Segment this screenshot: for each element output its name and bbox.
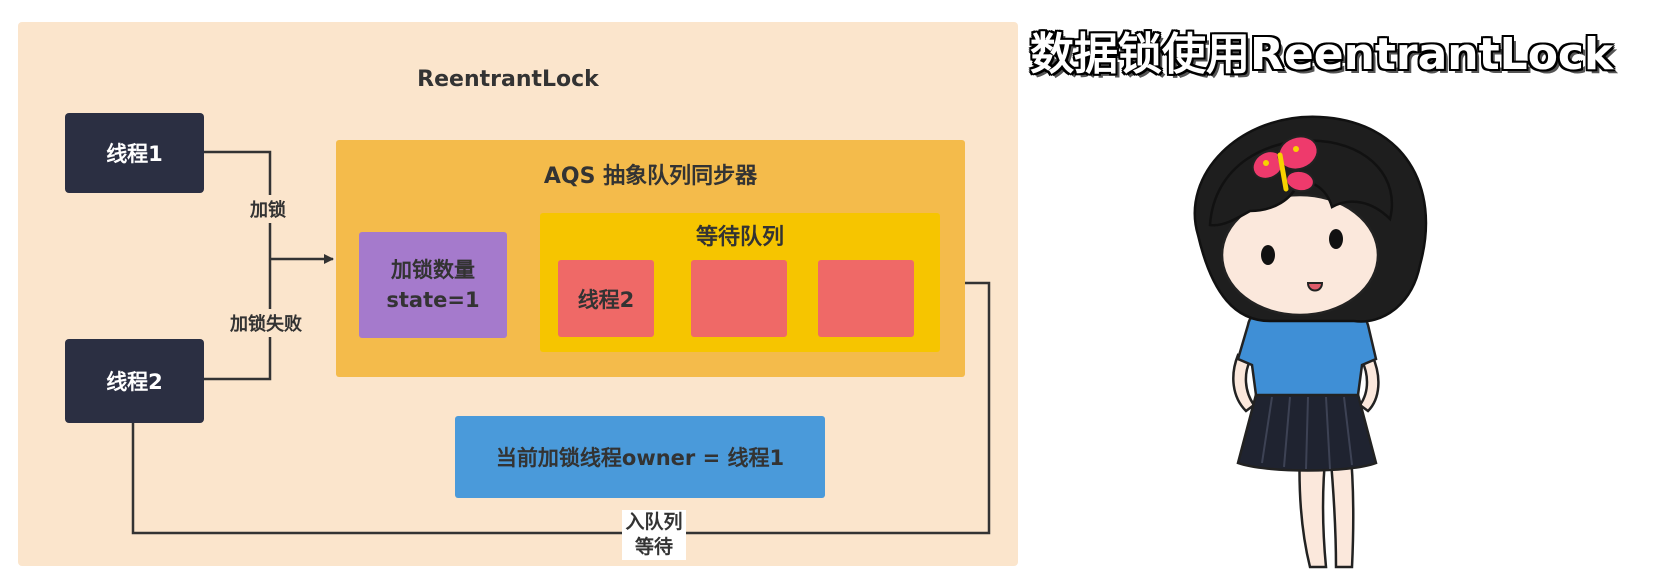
enqueue-label-line2: 等待 bbox=[634, 536, 673, 558]
thread2-box: 线程2 bbox=[65, 339, 204, 423]
queue-slot bbox=[691, 260, 787, 337]
aqs-title: AQS 抽象队列同步器 bbox=[543, 164, 758, 189]
headline: 数据锁使用ReentrantLock bbox=[1030, 29, 1614, 80]
wait-queue-title: 等待队列 bbox=[695, 225, 784, 250]
thread1-lock-line bbox=[203, 150, 272, 259]
thread2-lock-line bbox=[203, 259, 272, 381]
diagram-title: ReentrantLock bbox=[417, 66, 599, 92]
thread1-box: 线程1 bbox=[65, 113, 204, 193]
queue-slot bbox=[818, 260, 914, 337]
lock-count-label: 加锁数量 bbox=[391, 258, 475, 282]
cartoon-girl-illustration bbox=[1193, 115, 1428, 569]
lock-count-state: state=1 bbox=[386, 288, 480, 312]
enqueue-label-line1: 入队列 bbox=[625, 511, 683, 533]
enqueue-label: 入队列 等待 bbox=[622, 510, 686, 560]
left-eye bbox=[1261, 245, 1275, 265]
queue-slot: 线程2 bbox=[558, 260, 654, 337]
edge-label-lock: 加锁 bbox=[248, 195, 288, 223]
right-eye bbox=[1329, 229, 1343, 249]
enqueue-line bbox=[131, 278, 991, 535]
butterfly-hairclip bbox=[1251, 135, 1319, 193]
edge-label-lock-fail: 加锁失败 bbox=[228, 309, 304, 337]
owner-box: 当前加锁线程owner = 线程1 bbox=[455, 416, 825, 498]
lock-count-box: 加锁数量 state=1 bbox=[359, 232, 507, 338]
